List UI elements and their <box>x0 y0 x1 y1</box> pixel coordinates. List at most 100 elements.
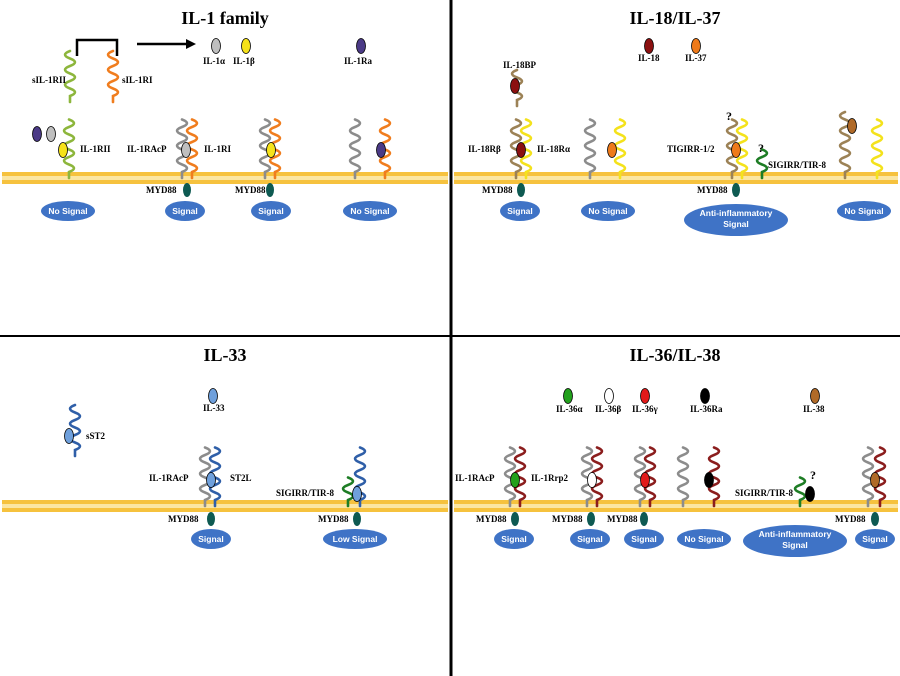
label-sil1ri: sIL-1RI <box>122 75 153 85</box>
signal-text: Signal <box>631 534 657 544</box>
ligand-il36g <box>640 472 650 488</box>
ligand-il1ra <box>32 126 42 142</box>
ligand-il37 <box>731 142 741 158</box>
myd88-adaptor <box>353 512 361 526</box>
myd88-adaptor <box>871 512 879 526</box>
signal-text: Low Signal <box>333 534 378 544</box>
bracket <box>75 38 119 56</box>
panel-title-il1: IL-1 family <box>181 8 269 28</box>
label-il1a: IL-1α <box>203 56 225 66</box>
label-sil1rii: sIL-1RII <box>32 75 67 85</box>
label-il37: IL-37 <box>685 53 707 63</box>
signal-text: Signal <box>172 206 198 216</box>
myd88-adaptor <box>732 183 740 197</box>
label-sigirr: SIGIRR/TIR-8 <box>735 488 794 498</box>
ligand-il36ra <box>704 472 714 488</box>
soluble-receptor-sst2 <box>68 403 82 458</box>
label-tigirr: TIGIRR-1/2 <box>667 144 715 154</box>
ligand-il1ra <box>376 142 386 158</box>
receptor-il1racp <box>580 446 594 508</box>
ligand-il1a <box>181 142 191 158</box>
ligand-il1b <box>266 142 276 158</box>
signal-text: No Signal <box>48 206 87 216</box>
signal-oval <box>191 529 231 549</box>
myd88-adaptor <box>207 512 215 526</box>
signal-oval <box>684 204 788 236</box>
ligand-il1b <box>241 38 251 54</box>
signal-oval <box>500 201 540 221</box>
receptor-il18rb <box>509 118 523 180</box>
signal-text: Signal <box>198 534 224 544</box>
myd88-adaptor <box>587 512 595 526</box>
label-il1racp: IL-1RAcP <box>149 473 189 483</box>
label-il33: IL-33 <box>203 403 225 413</box>
label-il1ra: IL-1Ra <box>344 56 373 66</box>
label-myd88: MYD88 <box>476 514 507 524</box>
myd88-adaptor <box>517 183 525 197</box>
receptors <box>62 49 887 508</box>
ligand-il36ra <box>805 486 815 502</box>
label-myd88: MYD88 <box>835 514 866 524</box>
receptor-il1racp <box>633 446 647 508</box>
signal-text: Anti-inflammatory <box>759 529 832 539</box>
ligand-il36b <box>604 388 614 404</box>
myd88-adaptor <box>640 512 648 526</box>
ligand-il1b <box>58 142 68 158</box>
ligand-il1a <box>211 38 221 54</box>
label-st2l: ST2L <box>230 473 252 483</box>
soluble-receptor-sil1ri <box>106 49 120 104</box>
question-mark: ? <box>758 141 764 155</box>
ligand-il1ra <box>356 38 366 54</box>
signal-oval <box>41 201 95 221</box>
label-il36b: IL-36β <box>595 404 622 414</box>
receptor-tigirr <box>725 118 739 180</box>
signal-oval <box>494 529 534 549</box>
receptor-il18ra <box>870 118 884 180</box>
label-il1racp: IL-1RAcP <box>127 144 167 154</box>
signal-text: No Signal <box>684 534 723 544</box>
label-myd88: MYD88 <box>482 185 513 195</box>
label-il1b: IL-1β <box>233 56 255 66</box>
label-il18ra: IL-18Rα <box>537 144 570 154</box>
label-myd88: MYD88 <box>318 514 349 524</box>
signal-oval <box>570 529 610 549</box>
myd88-adaptor <box>511 512 519 526</box>
label-il1ri: IL-1RI <box>204 144 232 154</box>
ligand-il36a <box>510 472 520 488</box>
labels: sIL-1RII sIL-1RI IL-1α IL-1β IL-1Ra IL-1… <box>32 53 866 524</box>
ligand-il36a <box>563 388 573 404</box>
label-il36ra: IL-36Ra <box>690 404 723 414</box>
signal-text: Signal <box>507 206 533 216</box>
panel-title-il18: IL-18/IL-37 <box>629 8 720 28</box>
signal-oval <box>323 529 387 549</box>
signal-text: Signal <box>782 540 808 550</box>
signal-oval <box>343 201 397 221</box>
label-il36a: IL-36α <box>556 404 583 414</box>
label-il18: IL-18 <box>638 53 660 63</box>
signal-oval <box>855 529 895 549</box>
signal-oval <box>624 529 664 549</box>
signal-oval <box>165 201 205 221</box>
question-mark: ? <box>726 109 732 123</box>
signal-text: No Signal <box>350 206 389 216</box>
ligand-il36b <box>587 472 597 488</box>
signal-text: Signal <box>862 534 888 544</box>
ligand-il18 <box>644 38 654 54</box>
label-myd88: MYD88 <box>168 514 199 524</box>
signal-oval <box>581 201 635 221</box>
soluble-receptor-sil1rii <box>63 49 77 104</box>
signal-text: Signal <box>258 206 284 216</box>
panel-title-il36: IL-36/IL-38 <box>629 345 720 365</box>
ligand-il33 <box>64 428 74 444</box>
ligand-il37 <box>607 142 617 158</box>
receptor-sigirr <box>793 476 807 508</box>
receptor-il1racp <box>258 118 272 180</box>
label-sigirr: SIGIRR/TIR-8 <box>276 488 335 498</box>
label-myd88: MYD88 <box>146 185 177 195</box>
label-il38: IL-38 <box>803 404 825 414</box>
myd88-adaptor <box>183 183 191 197</box>
ligand-il36g <box>640 388 650 404</box>
signal-oval <box>251 201 291 221</box>
